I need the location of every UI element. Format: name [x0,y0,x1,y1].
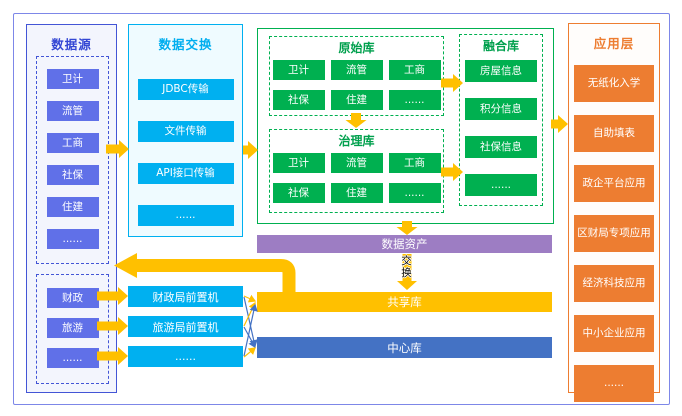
application-layer-panel: 应用层 无纸化入学 自助填表 政企平台应用 区财局专项应用 经济科技应用 中小企… [568,23,660,402]
exchange-flow-label: 交换 [401,255,412,279]
library-node: 住建 [330,183,383,203]
library-node: 工商 [388,153,441,173]
library-node: 卫计 [272,60,325,80]
app-node-list: 无纸化入学 自助填表 政企平台应用 区财局专项应用 经济科技应用 中小企业应用 … [574,65,654,402]
library-panel: 原始库 卫计 流管 工商 社保 住建 ...... 治理库 卫计 流管 工商 社… [257,28,554,224]
frontend-box: 旅游局前置机 [128,316,243,337]
app-node: 中小企业应用 [574,315,654,352]
raw-library-box: 原始库 卫计 流管 工商 社保 住建 ...... [269,36,444,116]
fusion-node: 房屋信息 [465,60,537,82]
source-node: 旅游 [46,318,99,338]
governance-library-box: 治理库 卫计 流管 工商 社保 住建 ...... [269,129,444,213]
outer-frame [13,13,670,405]
fusion-node-list: 房屋信息 积分信息 社保信息 ...... [465,60,537,196]
data-source-title: 数据源 [51,37,92,52]
source-group-1: 卫计 流管 工商 社保 住建 ...... [36,56,109,264]
app-node: 政企平台应用 [574,165,654,202]
exchange-node-list: JDBC传输 文件传输 API接口传输 ...... [137,66,234,226]
app-node: 区财局专项应用 [574,215,654,252]
exchange-node: API接口传输 [137,163,234,184]
source-node: 工商 [46,133,99,153]
raw-library-title: 原始库 [338,41,375,55]
app-node: 无纸化入学 [574,65,654,102]
library-node: 住建 [330,90,383,110]
source-node: 卫计 [46,69,99,89]
data-asset-bar: 数据资产 [257,235,552,253]
library-node: 社保 [272,183,325,203]
app-node: 经济科技应用 [574,265,654,302]
source-node: 住建 [46,197,99,217]
frontend-box: ...... [128,346,243,367]
fusion-node: ...... [465,174,537,196]
data-source-panel: 数据源 卫计 流管 工商 社保 住建 ...... 财政 旅游 ...... [26,24,117,393]
fusion-library-title: 融合库 [482,39,519,53]
frontend-box: 财政局前置机 [128,286,243,307]
data-exchange-panel: 数据交换 JDBC传输 文件传输 API接口传输 ...... [128,24,243,237]
library-node: ...... [388,90,441,110]
app-node: ...... [574,365,654,402]
exchange-node: JDBC传输 [137,79,234,100]
governance-library-grid: 卫计 流管 工商 社保 住建 ...... [270,153,443,203]
library-node: 社保 [272,90,325,110]
library-node: 流管 [330,60,383,80]
source-node: 社保 [46,165,99,185]
library-node: ...... [388,183,441,203]
source-node: 财政 [46,288,99,308]
exchange-node: ...... [137,205,234,226]
source-node: ...... [46,348,99,368]
library-node: 流管 [330,153,383,173]
source-node: 流管 [46,101,99,121]
application-layer-title: 应用层 [593,36,635,51]
center-library-bar: 中心库 [257,337,552,358]
app-node: 自助填表 [574,115,654,152]
exchange-node: 文件传输 [137,121,234,142]
governance-library-title: 治理库 [338,134,375,148]
raw-library-grid: 卫计 流管 工商 社保 住建 ...... [270,60,443,110]
fusion-library-box: 融合库 房屋信息 积分信息 社保信息 ...... [459,34,543,206]
data-exchange-title: 数据交换 [158,37,213,52]
library-node: 卫计 [272,153,325,173]
library-node: 工商 [388,60,441,80]
source-node: ...... [46,229,99,249]
fusion-node: 社保信息 [465,136,537,158]
fusion-node: 积分信息 [465,98,537,120]
source-group-2: 财政 旅游 ...... [36,274,109,384]
shared-library-bar: 共享库 [257,292,552,312]
